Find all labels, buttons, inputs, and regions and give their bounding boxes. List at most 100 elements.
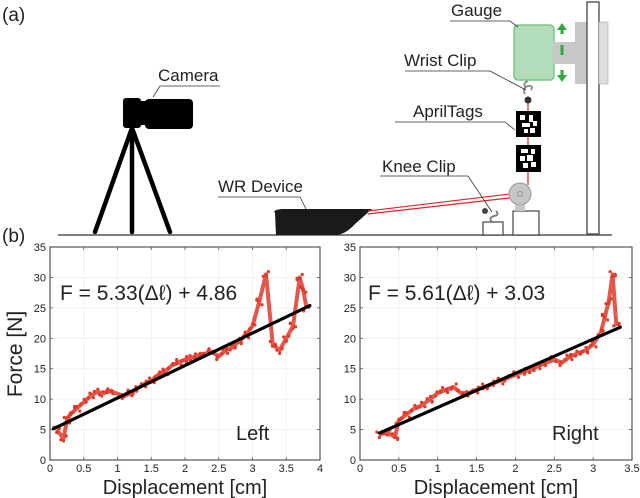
side-annotation: Right <box>552 423 599 445</box>
data-point <box>96 387 100 391</box>
data-point <box>569 352 573 357</box>
data-point <box>158 370 162 374</box>
data-point <box>410 408 414 412</box>
data-point <box>88 391 92 395</box>
data-point <box>215 357 219 362</box>
data-point <box>573 354 578 358</box>
x-tick-label: 1 <box>114 463 120 475</box>
knee-clip-hook-icon <box>489 210 499 223</box>
data-point <box>64 434 68 438</box>
data-point <box>72 406 77 410</box>
gauge-slider-plate <box>575 22 587 84</box>
data-point <box>109 390 114 394</box>
side-annotation: Left <box>236 423 270 445</box>
y-tick-label: 25 <box>34 303 46 315</box>
x-tick-label: 2 <box>182 463 188 475</box>
data-point <box>589 343 593 347</box>
y-axis-label: Force [N] <box>4 311 27 397</box>
data-point <box>153 375 157 379</box>
data-point <box>585 349 590 354</box>
x-tick-label: 3.5 <box>624 463 639 475</box>
data-point <box>261 274 265 278</box>
data-point <box>300 272 304 277</box>
down-arrow-icon <box>557 70 567 82</box>
slide-indicator-icon <box>560 45 564 55</box>
data-point <box>418 405 422 409</box>
data-point <box>188 353 192 358</box>
x-tick-label: 1 <box>435 463 441 475</box>
tripod-icon <box>92 125 173 235</box>
wrist-clip-hook-icon <box>523 80 533 95</box>
x-tick-label: 3.5 <box>279 463 294 475</box>
data-point <box>239 340 243 344</box>
up-arrow-icon <box>557 23 567 34</box>
x-tick-label: 4 <box>317 463 323 475</box>
knee-clip-block <box>482 221 504 236</box>
y-tick-label: 25 <box>344 303 356 315</box>
data-point <box>565 353 569 357</box>
y-tick-label: 0 <box>40 455 46 467</box>
april-tags-label: AprilTags <box>413 102 483 121</box>
data-point <box>266 269 271 274</box>
data-point <box>501 382 505 386</box>
data-point <box>397 417 401 421</box>
data-point <box>86 396 90 400</box>
data-point <box>298 276 302 281</box>
data-point <box>435 390 439 394</box>
data-point <box>440 386 445 390</box>
data-point <box>449 386 453 390</box>
april-tags-leader-line <box>395 121 516 131</box>
data-point <box>570 357 574 362</box>
wrist-clip-bead <box>524 96 532 104</box>
data-point <box>612 324 616 328</box>
y-tick-label: 20 <box>344 333 356 345</box>
data-point <box>538 367 542 371</box>
data-point <box>78 409 82 413</box>
data-point <box>253 323 257 327</box>
data-point <box>558 363 562 368</box>
x-tick-label: 3 <box>590 463 596 475</box>
data-point <box>420 400 424 405</box>
gauge-mount <box>553 42 578 64</box>
data-point <box>284 339 288 343</box>
plot-frame <box>359 246 633 461</box>
fit-line <box>377 325 622 435</box>
y-tick-label: 15 <box>34 364 46 376</box>
data-point <box>610 274 614 278</box>
x-axis-label: Displacement [cm] <box>414 477 579 498</box>
data-point <box>264 274 268 278</box>
data-point <box>295 278 299 282</box>
data-point <box>605 318 610 322</box>
camera-leader-line <box>152 85 220 98</box>
wr-device-leader-line <box>218 196 307 210</box>
april-tag-icon <box>516 111 541 137</box>
data-point <box>301 286 305 291</box>
data-point <box>428 394 433 399</box>
data-point <box>84 400 88 404</box>
fit-equation: F = 5.61(Δℓ) + 3.03 <box>368 282 545 305</box>
x-tick-label: 0.5 <box>391 463 406 475</box>
data-point <box>288 321 293 325</box>
pulley-block <box>512 210 540 236</box>
data-point <box>278 351 282 355</box>
gauge-leader-line <box>450 20 519 28</box>
data-point <box>268 339 272 344</box>
y-tick-label: 20 <box>34 333 46 345</box>
knee-clip-label: Knee Clip <box>382 157 456 176</box>
data-point <box>584 345 588 350</box>
data-point <box>608 269 612 274</box>
data-point <box>438 389 443 393</box>
data-point <box>130 394 134 398</box>
data-point <box>59 438 63 442</box>
data-point <box>613 272 617 277</box>
data-point <box>528 370 532 375</box>
data-point <box>575 349 579 353</box>
gauge-label: Gauge <box>451 1 502 20</box>
data-point <box>198 353 202 357</box>
data-point <box>185 354 189 359</box>
data-point <box>415 406 419 410</box>
data-point <box>543 362 547 367</box>
data-point <box>79 402 83 406</box>
